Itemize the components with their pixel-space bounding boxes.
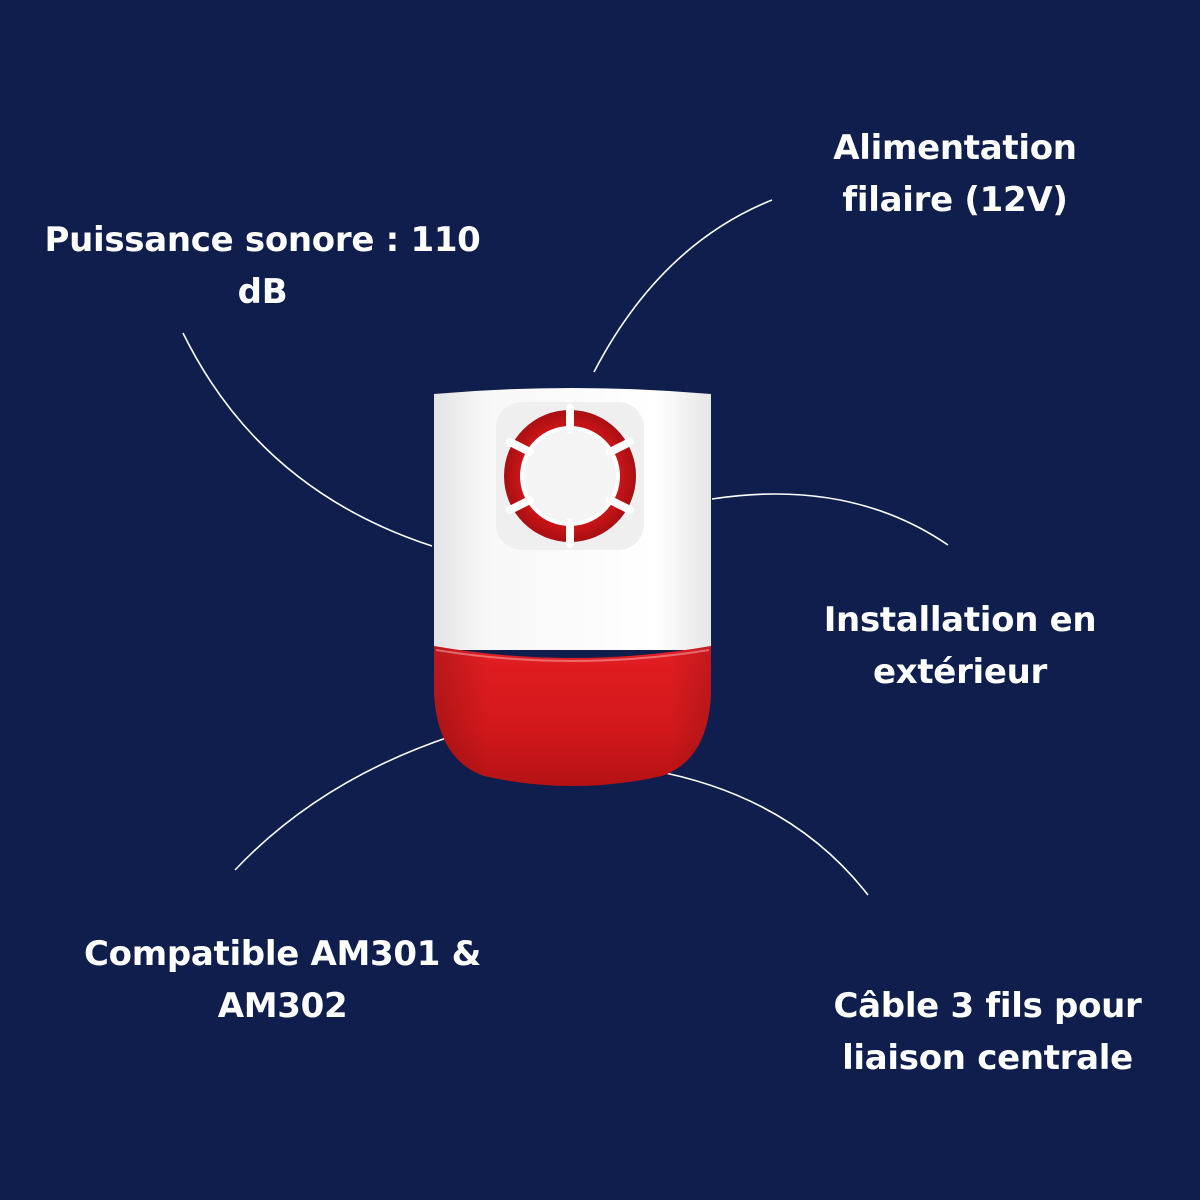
feature-power-supply-line1: Alimentation <box>833 128 1077 168</box>
siren-seam <box>435 649 710 662</box>
feature-power-supply: Alimentation filaire (12V) <box>780 122 1130 226</box>
siren-lens-shading <box>434 646 711 786</box>
connector-line-cable <box>649 769 869 896</box>
feature-outdoor-line1: Installation en <box>823 600 1097 640</box>
connector-line-power-supply <box>593 199 773 373</box>
feature-compatibility-line1: Compatible AM301 & <box>83 934 482 974</box>
feature-outdoor-line2: extérieur <box>872 652 1048 692</box>
feature-compatibility: Compatible AM301 & AM302 <box>60 928 505 1032</box>
speaker-spokes <box>506 404 634 548</box>
connector-line-outdoor <box>711 493 949 546</box>
feature-power-supply-line2: filaire (12V) <box>842 180 1068 220</box>
feature-sound-power: Puissance sonore : 110 dB <box>40 214 485 318</box>
feature-cable-line1: Câble 3 fils pour <box>833 986 1142 1026</box>
connector-line-compatibility <box>234 735 453 871</box>
feature-sound-power-line2: dB <box>237 272 288 312</box>
speaker-center <box>522 428 618 524</box>
feature-sound-power-line1: Puissance sonore : 110 <box>44 220 481 260</box>
feature-cable: Câble 3 fils pour liaison centrale <box>815 980 1160 1084</box>
connector-line-sound-power <box>182 332 433 547</box>
feature-compatibility-line2: AM302 <box>217 986 348 1026</box>
alarm-siren-icon <box>434 388 711 786</box>
feature-outdoor: Installation en extérieur <box>785 594 1135 698</box>
feature-cable-line2: liaison centrale <box>842 1038 1133 1078</box>
